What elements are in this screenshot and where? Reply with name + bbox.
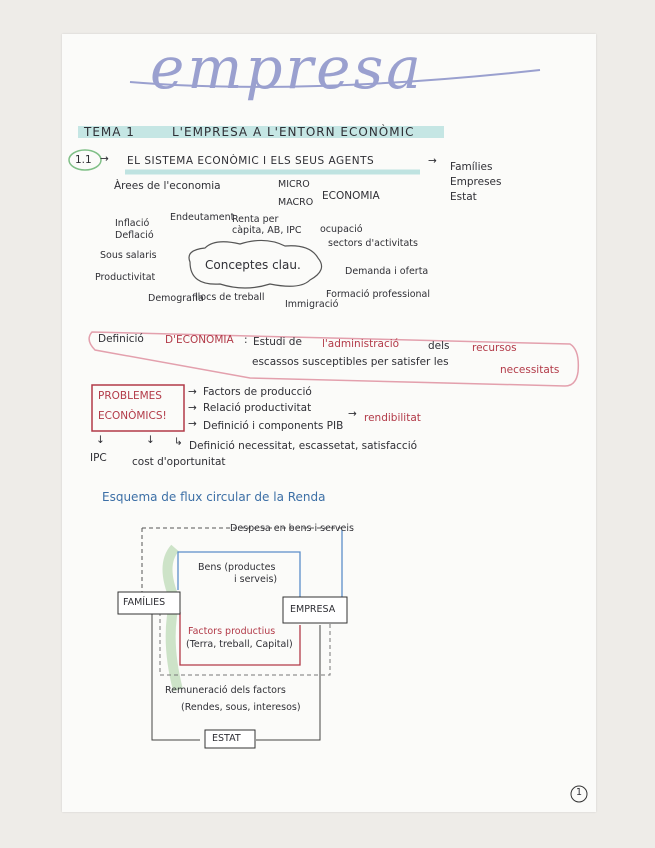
- definition-text-1: Estudi de: [253, 336, 302, 348]
- arrow-down-icon: ↓: [96, 434, 105, 446]
- problems-label-2: ECONÒMICS!: [98, 410, 167, 422]
- definition-necessitats: necessitats: [500, 364, 560, 376]
- concept-item: ocupació: [320, 224, 363, 235]
- estat-box: ESTAT: [212, 733, 241, 744]
- cost-label: cost d'oportunitat: [132, 456, 226, 468]
- concept-item: llocs de treball: [195, 292, 265, 303]
- despesa-label: Despesa en bens i serveis: [230, 523, 354, 534]
- definition-term: D'ECONOMIA: [165, 334, 234, 346]
- arrow-right-icon: →: [188, 386, 197, 398]
- macro-label: MACRO: [278, 197, 314, 208]
- definition-colon: :: [244, 334, 248, 346]
- concept-item: Demanda i oferta: [345, 266, 429, 277]
- arrow-right-icon: →: [100, 153, 109, 165]
- concept-item: Formació professional: [326, 289, 431, 300]
- factors-label-2: (Terra, treball, Capital): [186, 639, 293, 650]
- concept-item: sectors d'activitats: [328, 238, 418, 249]
- remuneracio-label-2: (Rendes, sous, interesos): [181, 702, 301, 713]
- definition-recursos: recursos: [472, 342, 517, 354]
- ipc-label: IPC: [90, 452, 107, 464]
- arrow-right-icon: →: [428, 155, 437, 167]
- bens-label-2: i serveis): [234, 574, 278, 585]
- agent-empreses: Empreses: [450, 176, 502, 188]
- arrow-right-icon: →: [188, 402, 197, 414]
- tema-title: L'EMPRESA A L'ENTORN ECONÒMIC: [172, 125, 415, 139]
- empresa-box: EMPRESA: [290, 604, 336, 615]
- page-number: 1: [576, 787, 583, 798]
- agent-estat: Estat: [450, 191, 477, 203]
- families-box: FAMÍLIES: [123, 597, 166, 608]
- rendibilitat-label: rendibilitat: [364, 412, 421, 424]
- concept-item: Demografia: [148, 293, 204, 304]
- economia-label: ECONOMIA: [322, 190, 380, 202]
- tema-label: TEMA 1: [84, 125, 135, 139]
- definition-text-2: dels: [428, 340, 450, 352]
- concept-item: Endeutament: [170, 212, 235, 223]
- arrow-right-icon: ↳: [174, 436, 183, 448]
- concept-item: Inflació: [115, 218, 150, 229]
- areas-label: Àrees de l'economia: [114, 180, 221, 192]
- problem-item: Definició necessitat, escassetat, satisf…: [189, 440, 418, 452]
- notebook-page: [62, 34, 596, 812]
- arrow-down-icon: ↓: [146, 434, 155, 446]
- factors-label-1: Factors productius: [188, 626, 276, 637]
- definition-administracio: l'administració: [322, 338, 400, 350]
- problem-item: Relació productivitat: [203, 402, 312, 414]
- problem-item: Factors de producció: [203, 386, 312, 398]
- definition-label: Definició: [98, 333, 144, 345]
- concept-item: Deflació: [115, 230, 154, 241]
- concepts-center: Conceptes clau.: [205, 258, 301, 272]
- concept-item: Immigració: [285, 299, 339, 310]
- arrow-right-icon: →: [188, 418, 197, 430]
- section-title: EL SISTEMA ECONÒMIC I ELS SEUS AGENTS: [127, 155, 375, 167]
- bens-label-1: Bens (productes: [198, 562, 276, 573]
- micro-label: MICRO: [278, 179, 310, 190]
- problems-label-1: PROBLEMES: [98, 390, 162, 402]
- problem-item: Definició i components PIB: [203, 420, 344, 432]
- concept-item: Sous salaris: [100, 250, 157, 261]
- page-title: empresa: [150, 34, 424, 102]
- remuneracio-label-1: Remuneració dels factors: [165, 685, 286, 696]
- concept-item: Renta per càpita, AB, IPC: [232, 214, 302, 236]
- agent-families: Famílies: [450, 161, 493, 173]
- section-number: 1.1: [75, 154, 92, 166]
- concept-item: Productivitat: [95, 272, 156, 283]
- arrow-right-icon: →: [348, 408, 357, 420]
- definition-text-3: escassos susceptibles per satisfer les: [252, 356, 449, 368]
- esquema-title: Esquema de flux circular de la Renda: [102, 490, 326, 504]
